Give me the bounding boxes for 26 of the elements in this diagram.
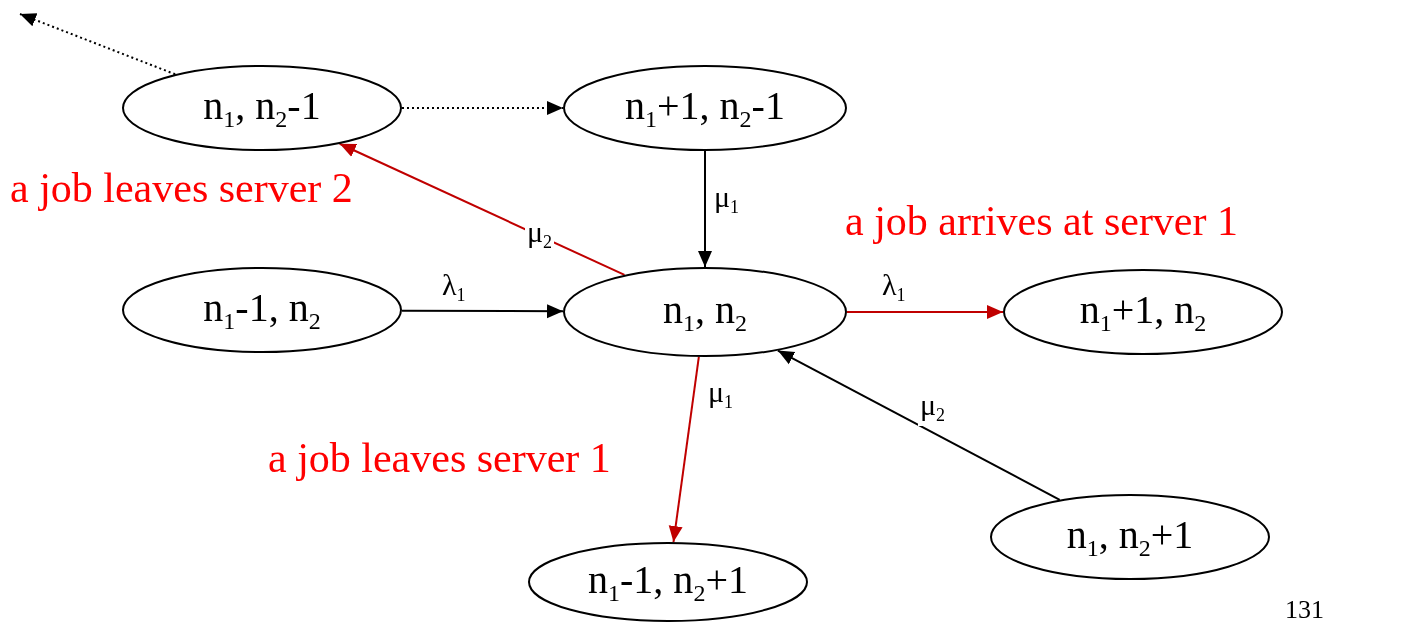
state-ellipse [563, 65, 847, 151]
state-label: n$_{1}$+1, n$_{2}$-1 [625, 82, 785, 134]
annotation-text: a job arrives at server 1 [845, 198, 1238, 245]
state-ellipse [528, 542, 808, 622]
state-label: n$_{1}$-1, n$_{2}$+1 [588, 556, 748, 608]
arrow [401, 304, 564, 319]
state-label: n$_{1}$-1, n$_{2}$ [203, 284, 321, 336]
arrow [776, 349, 1061, 501]
arrow [846, 305, 1004, 319]
state-ellipse [122, 267, 402, 353]
arrow [698, 150, 712, 268]
state-ellipse [1003, 269, 1283, 355]
page-number: 131 [1285, 596, 1324, 625]
arrow [19, 13, 177, 76]
annotation-text: a job leaves server 1 [268, 435, 611, 482]
state-label: n$_{1}$+1, n$_{2}$ [1079, 286, 1207, 338]
arrow [338, 142, 626, 276]
state-label: n$_{1}$, n$_{2}$+1 [1066, 511, 1194, 563]
arrow [401, 101, 564, 115]
arrow [668, 355, 700, 544]
state-ellipse [563, 267, 847, 357]
state-ellipse [122, 65, 402, 151]
state-label: n$_{1}$, n$_{2}$-1 [203, 82, 321, 134]
state-ellipse [990, 494, 1270, 580]
annotation-text: a job leaves server 2 [10, 165, 353, 212]
state-label: n$_{1}$, n$_{2}$ [663, 286, 747, 338]
